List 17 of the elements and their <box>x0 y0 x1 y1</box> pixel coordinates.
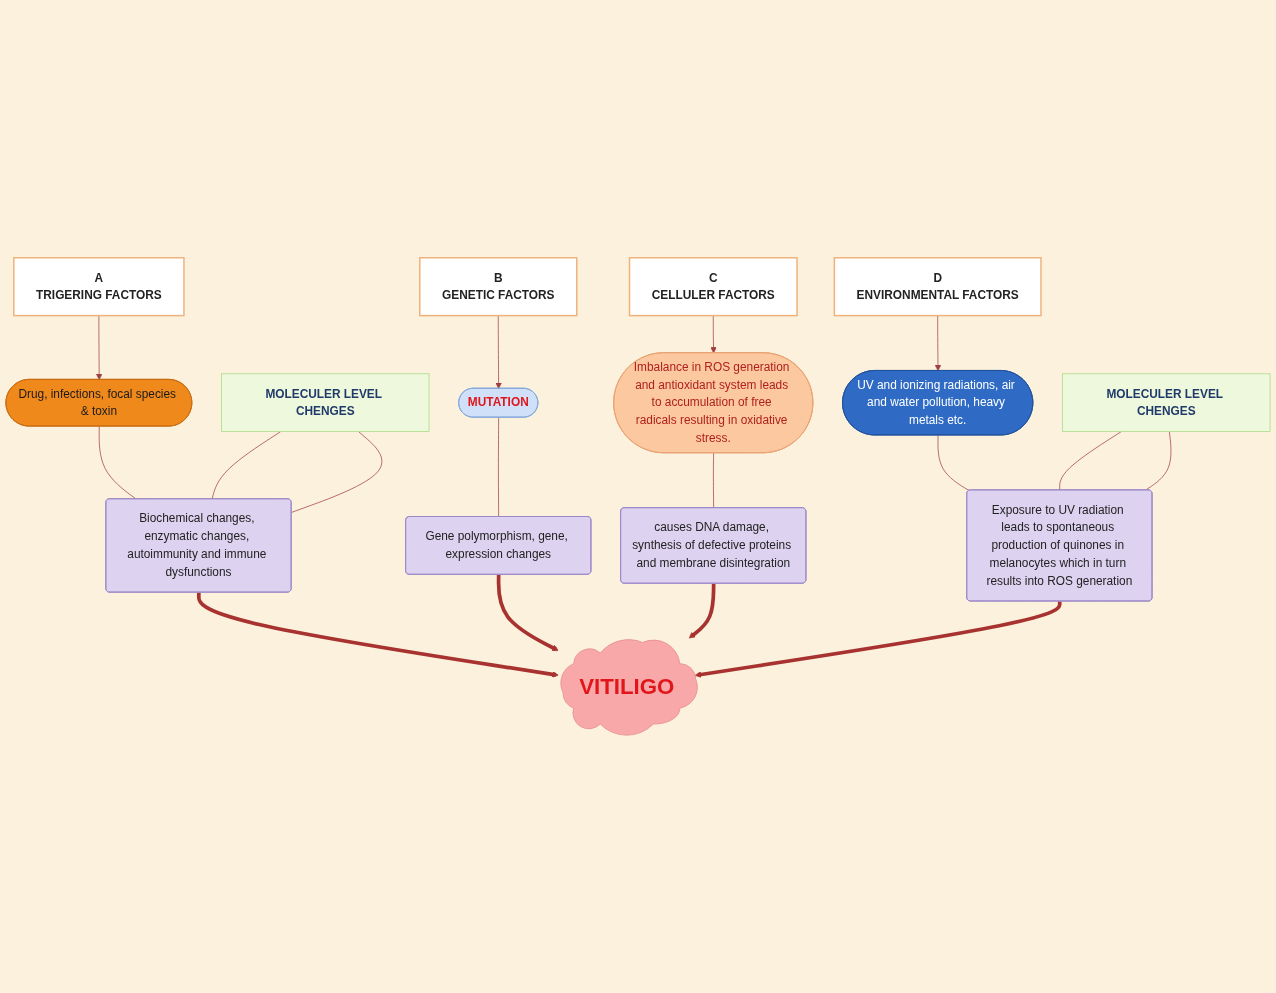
node-box: MOLECULER LEVEL CHENGES <box>221 373 430 432</box>
connector <box>713 452 714 509</box>
connector <box>98 426 137 500</box>
node-box: MOLECULER LEVEL CHENGES <box>1062 373 1271 432</box>
node-box: A TRIGERING FACTORS <box>13 257 185 317</box>
connector <box>1145 431 1172 491</box>
node-box: C CELLULER FACTORS <box>628 257 798 317</box>
node-box: B GENETIC FACTORS <box>419 257 578 317</box>
connector <box>498 417 499 518</box>
arrow <box>688 583 716 639</box>
connector <box>211 431 281 500</box>
connector <box>291 431 383 513</box>
connector <box>937 434 970 491</box>
node-box: D ENVIRONMENTAL FACTORS <box>833 257 1042 317</box>
arrow <box>496 574 559 651</box>
arrow <box>694 601 1062 678</box>
connector <box>1059 431 1122 491</box>
